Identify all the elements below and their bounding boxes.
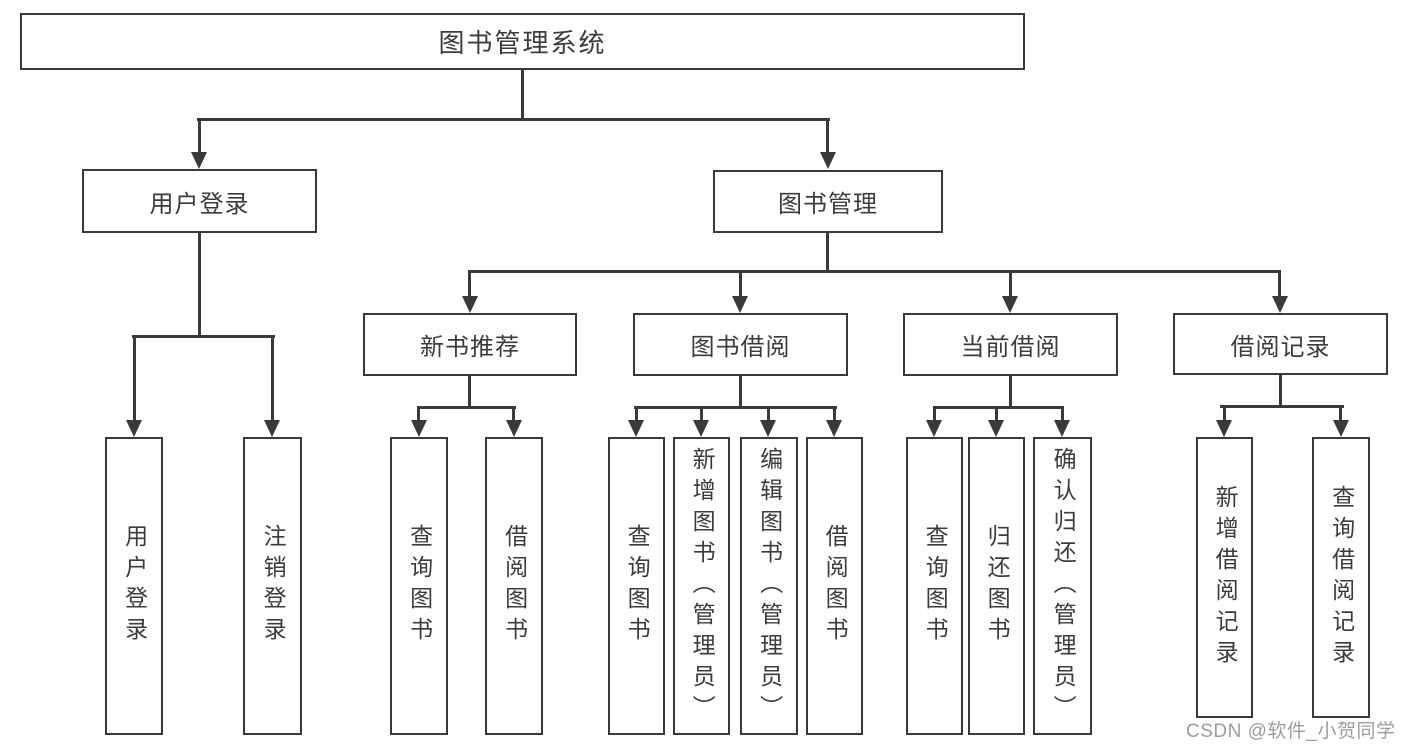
connector-vline — [417, 406, 420, 422]
arrow-down-icon — [988, 420, 1004, 437]
leaf-label: 编辑图书（管理员） — [756, 446, 783, 726]
arrow-down-icon — [126, 420, 142, 437]
connector-hline — [417, 406, 516, 409]
arrow-down-icon — [760, 420, 776, 437]
node-current-borrowing: 当前借阅 — [903, 313, 1118, 376]
connector-vline — [1061, 406, 1064, 422]
leaf-label: 查询图书 — [624, 524, 651, 648]
leaf-label: 确认归还（管理员） — [1050, 446, 1077, 726]
leaf-user-login: 用户登录 — [105, 437, 163, 735]
leaf-confirm-return-admin: 确认归还（管理员） — [1033, 437, 1092, 735]
arrow-down-icon — [462, 296, 478, 313]
node-book-management: 图书管理 — [713, 170, 943, 233]
arrow-down-icon — [506, 420, 522, 437]
arrow-down-icon — [693, 420, 709, 437]
leaf-query-books-borrowing: 查询图书 — [608, 437, 665, 735]
node-book-borrowing: 图书借阅 — [633, 313, 848, 376]
connector-vline — [512, 406, 515, 422]
connector-vline — [468, 376, 471, 408]
connector-vline — [1009, 376, 1012, 408]
arrow-down-icon — [1054, 420, 1070, 437]
connector-hline — [197, 118, 830, 121]
leaf-label: 用户登录 — [121, 524, 148, 648]
connector-vline — [1279, 375, 1282, 407]
connector-vline — [833, 406, 836, 422]
leaf-label: 新增借阅记录 — [1212, 484, 1239, 671]
leaf-edit-books-admin: 编辑图书（管理员） — [740, 437, 798, 735]
leaf-add-borrow-record: 新增借阅记录 — [1196, 437, 1253, 718]
leaf-label: 借阅图书 — [822, 524, 849, 648]
connector-hline — [132, 335, 275, 338]
arrow-down-icon — [1002, 296, 1018, 313]
connector-hline — [933, 406, 1063, 409]
connector-vline — [767, 406, 770, 422]
connector-vline — [198, 118, 201, 154]
arrow-down-icon — [926, 420, 942, 437]
leaf-query-books-recommend: 查询图书 — [390, 437, 448, 735]
watermark: CSDN @软件_小贺同学 — [1186, 721, 1396, 742]
arrow-down-icon — [826, 420, 842, 437]
node-user-login: 用户登录 — [82, 169, 317, 233]
leaf-logout: 注销登录 — [243, 437, 302, 735]
arrow-down-icon — [1333, 420, 1349, 437]
arrow-down-icon — [264, 420, 280, 437]
connector-vline — [739, 376, 742, 408]
leaf-query-borrow-record: 查询借阅记录 — [1312, 437, 1370, 718]
connector-vline — [635, 406, 638, 422]
leaf-label: 查询图书 — [406, 524, 433, 648]
arrow-down-icon — [820, 152, 836, 169]
leaf-borrow-books-borrowing: 借阅图书 — [806, 437, 863, 735]
leaf-label: 注销登录 — [260, 524, 287, 648]
arrow-down-icon — [628, 420, 644, 437]
connector-vline — [198, 233, 201, 337]
leaf-label: 借阅图书 — [501, 524, 528, 648]
node-library-management-system: 图书管理系统 — [20, 13, 1025, 70]
connector-hline — [1220, 405, 1344, 408]
connector-vline — [133, 335, 136, 422]
leaf-label: 查询图书 — [922, 524, 949, 648]
node-borrowing-records: 借阅记录 — [1173, 313, 1388, 375]
arrow-down-icon — [1272, 296, 1288, 313]
connector-vline — [1009, 270, 1012, 298]
connector-vline — [271, 335, 274, 422]
connector-vline — [1339, 405, 1342, 422]
arrow-down-icon — [411, 420, 427, 437]
connector-vline — [826, 118, 829, 154]
connector-vline — [739, 270, 742, 298]
leaf-query-books-current: 查询图书 — [906, 437, 963, 735]
connector-vline — [700, 406, 703, 422]
leaf-label: 新增图书（管理员） — [689, 446, 716, 726]
arrow-down-icon — [732, 296, 748, 313]
connector-vline — [1223, 405, 1226, 422]
leaf-label: 归还图书 — [984, 524, 1011, 648]
leaf-label: 查询借阅记录 — [1328, 484, 1355, 671]
arrow-down-icon — [191, 152, 207, 169]
connector-hline — [468, 270, 1281, 273]
arrow-down-icon — [1216, 420, 1232, 437]
connector-vline — [521, 70, 524, 120]
connector-hline — [634, 406, 837, 409]
connector-vline — [1278, 270, 1281, 298]
leaf-borrow-books-recommend: 借阅图书 — [485, 437, 543, 735]
leaf-return-books: 归还图书 — [968, 437, 1025, 735]
connector-vline — [933, 406, 936, 422]
connector-vline — [826, 233, 829, 272]
node-new-book-recommendation: 新书推荐 — [363, 313, 577, 376]
connector-vline — [468, 270, 471, 298]
connector-vline — [995, 406, 998, 422]
leaf-add-books-admin: 新增图书（管理员） — [673, 437, 730, 735]
